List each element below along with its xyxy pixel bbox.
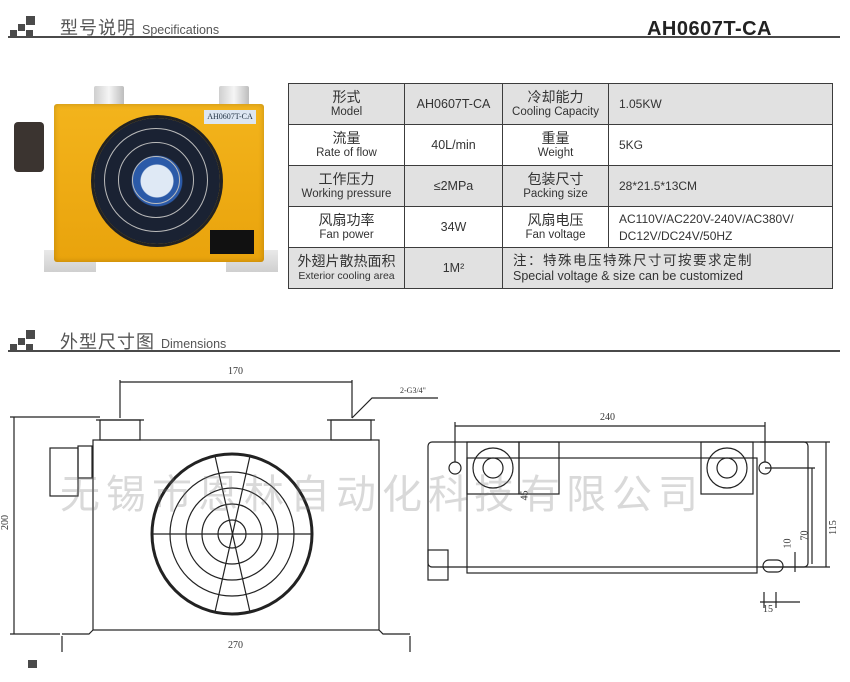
- divider: [8, 350, 840, 352]
- dim-label: 10: [782, 538, 794, 549]
- cooler-body: AH0607T-CA: [54, 104, 264, 262]
- dim-label: 270: [228, 640, 243, 651]
- dim-label: 45: [519, 490, 531, 501]
- port-note: 2-G3/4": [400, 386, 426, 395]
- fan-icon: [94, 118, 220, 244]
- dim-label: 15: [763, 604, 773, 615]
- dim-label: 200: [0, 515, 11, 530]
- section-squares-icon: [10, 330, 36, 352]
- watermark: 无锡市恩林自动化科技有限公司: [60, 472, 704, 518]
- oil-port: [94, 86, 124, 108]
- warning-sticker: [210, 230, 254, 254]
- dim-label: 70: [799, 530, 811, 541]
- section-squares-icon: [10, 16, 36, 38]
- divider: [8, 36, 840, 38]
- model-label: AH0607T-CA: [204, 110, 256, 124]
- model-code: AH0607T-CA: [646, 18, 772, 40]
- product-photo: AH0607T-CA: [14, 80, 282, 280]
- electrical-plug: [14, 122, 44, 172]
- dim-label: 240: [600, 412, 615, 423]
- technical-drawing: [10, 380, 830, 652]
- dim-label: 170: [228, 366, 243, 377]
- dim-label: 115: [827, 520, 839, 535]
- oil-port: [219, 86, 249, 108]
- section-squares-icon: [28, 660, 54, 682]
- dimension-drawing: 无锡市恩林自动化科技有限公司 170 270 200 2-G3/4" 240 4…: [0, 362, 850, 652]
